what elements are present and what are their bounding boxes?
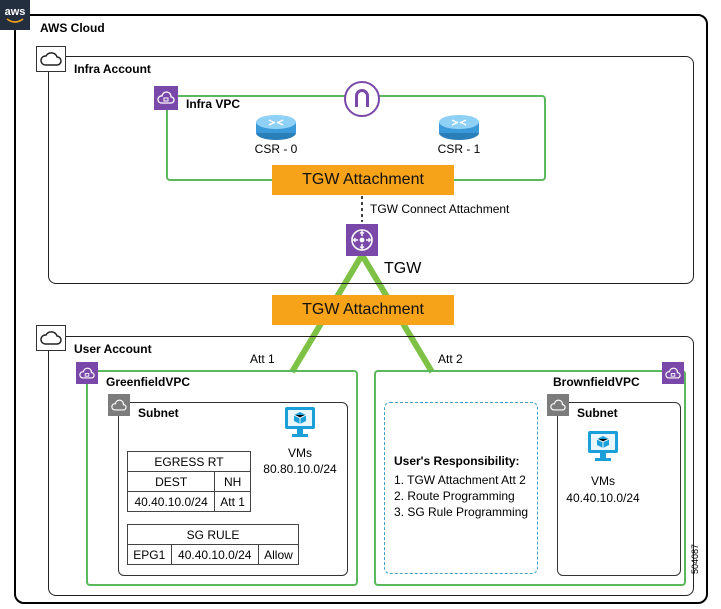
brownfield-vpc-boundary [374, 370, 686, 586]
aws-logo-text: aws [4, 6, 26, 18]
greenfield-vms-cidr: 80.80.10.0/24 [263, 462, 337, 476]
user-responsibility-box [384, 402, 538, 574]
responsibility-item: 2. Route Programming [394, 489, 515, 503]
tgw-label: TGW [384, 260, 422, 277]
internet-gateway-icon [343, 80, 381, 118]
sg-rule-table: SG RULE EPG1 40.40.10.0/24 Allow [127, 524, 300, 565]
aws-logo: aws [0, 0, 30, 30]
brownfield-vms-label: VMs [591, 474, 615, 488]
vpc-icon [154, 86, 178, 110]
subnet-icon [108, 394, 130, 416]
att1-label: Att 1 [250, 352, 275, 366]
egress-table-header-dest: DEST [126, 471, 216, 492]
user-account-boundary [48, 336, 694, 596]
transit-gateway-icon [346, 224, 378, 256]
responsibility-title: User's Responsibility: [394, 454, 520, 468]
brownfield-vms-cidr: 40.40.10.0/24 [566, 491, 640, 505]
aws-cloud-boundary [14, 14, 708, 604]
router-icon [254, 112, 298, 142]
sg-action-cell: Allow [257, 544, 300, 565]
egress-table-header-nh: NH [214, 471, 251, 492]
infra-account-boundary [48, 56, 694, 284]
figure-id: 504087 [690, 543, 700, 574]
cloud-icon [36, 46, 66, 72]
csr1-label: CSR - 1 [437, 142, 481, 156]
brownfield-subnet-label: Subnet [577, 406, 618, 420]
user-account-label: User Account [74, 342, 152, 356]
greenfield-subnet-boundary [118, 402, 348, 576]
user-tgw-attachment: TGW Attachment [272, 295, 454, 325]
vpc-icon [662, 362, 684, 384]
table-row: 40.40.10.0/24 Att 1 [126, 491, 251, 512]
infra-tgw-attachment: TGW Attachment [272, 165, 454, 195]
greenfield-vpc-label: GreenfieldVPC [106, 375, 191, 389]
csr0-label: CSR - 0 [254, 142, 298, 156]
greenfield-vpc-boundary [86, 370, 358, 586]
att2-label: Att 2 [438, 352, 463, 366]
greenfield-vms-label: VMs [288, 446, 312, 460]
sg-cidr-cell: 40.40.10.0/24 [170, 544, 259, 565]
egress-dest-cell: 40.40.10.0/24 [126, 491, 216, 512]
table-row: EPG1 40.40.10.0/24 Allow [127, 544, 300, 565]
greenfield-subnet-label: Subnet [138, 406, 179, 420]
infra-vpc-label: Infra VPC [186, 97, 241, 111]
router-icon [437, 112, 481, 142]
infra-account-label: Infra Account [74, 62, 151, 76]
sg-table-title: SG RULE [127, 524, 299, 545]
responsibility-item: 1. TGW Attachment Att 2 [394, 473, 526, 487]
brownfield-subnet-boundary [557, 402, 681, 576]
vpc-icon [76, 362, 98, 384]
responsibility-item: 3. SG Rule Programming [394, 505, 529, 519]
user-responsibility-text: User's Responsibility: 1. TGW Attachment… [394, 453, 534, 520]
brownfield-vpc-label: BrownfieldVPC [553, 375, 640, 389]
sg-epg-cell: EPG1 [127, 544, 172, 565]
aws-cloud-label: AWS Cloud [40, 21, 105, 35]
vm-icon [587, 430, 619, 464]
aws-smile-icon [6, 18, 24, 23]
vm-icon [284, 406, 316, 440]
tgw-connect-attachment-label: TGW Connect Attachment [370, 202, 510, 216]
subnet-icon [547, 394, 569, 416]
egress-route-table: EGRESS RT DEST NH 40.40.10.0/24 Att 1 [126, 451, 251, 512]
egress-nh-cell: Att 1 [214, 491, 251, 512]
cloud-icon [36, 325, 66, 351]
egress-table-title: EGRESS RT [127, 451, 251, 472]
